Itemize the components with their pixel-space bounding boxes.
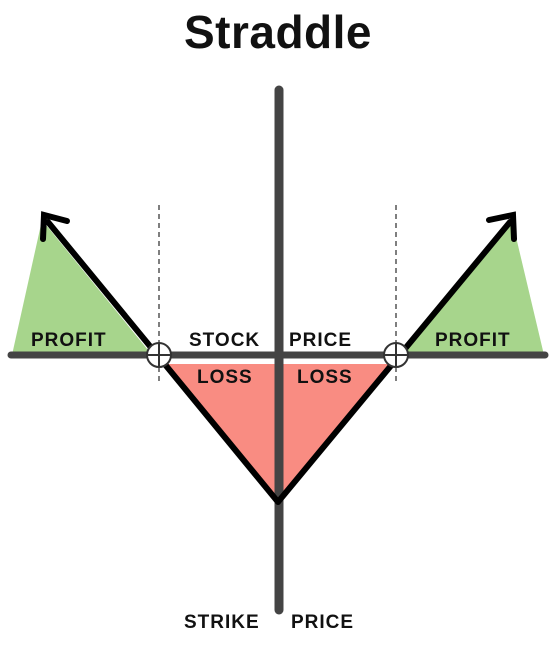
arrow-head-icon xyxy=(40,211,70,242)
profit-label-right: PROFIT xyxy=(435,330,511,351)
crosshair-circle-icon xyxy=(146,342,172,368)
payoff-line xyxy=(45,219,513,505)
loss-label-right: LOSS xyxy=(297,367,353,388)
arrow-head-icon xyxy=(486,211,517,242)
diagram-title: Straddle xyxy=(183,6,373,58)
price-axis-label: PRICE xyxy=(289,330,352,351)
profit-label-left: PROFIT xyxy=(31,330,107,351)
strike-label: STRIKE xyxy=(184,612,260,633)
stock-label: STOCK xyxy=(189,330,260,351)
strike-price-label: PRICE xyxy=(291,612,354,633)
crosshair-circle-icon xyxy=(383,342,409,368)
profit-region-left xyxy=(12,220,152,355)
profit-region-right xyxy=(398,220,544,355)
loss-label-left: LOSS xyxy=(197,367,253,388)
